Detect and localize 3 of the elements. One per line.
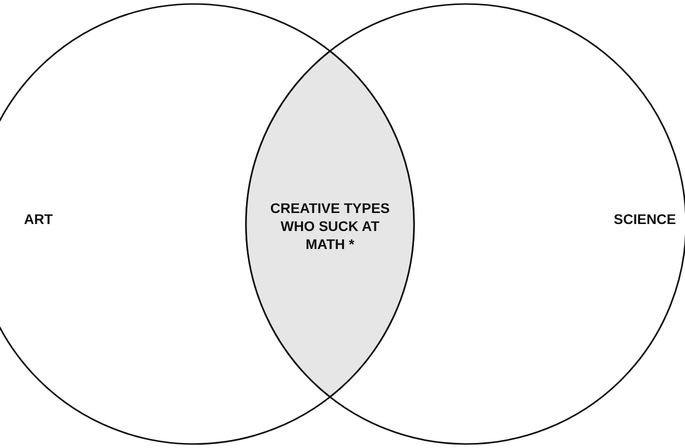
region-label: ART (24, 210, 54, 228)
region-label: CREATIVE TYPES WHO SUCK AT MATH * (269, 199, 391, 253)
region-label: SCIENCE (612, 210, 676, 228)
